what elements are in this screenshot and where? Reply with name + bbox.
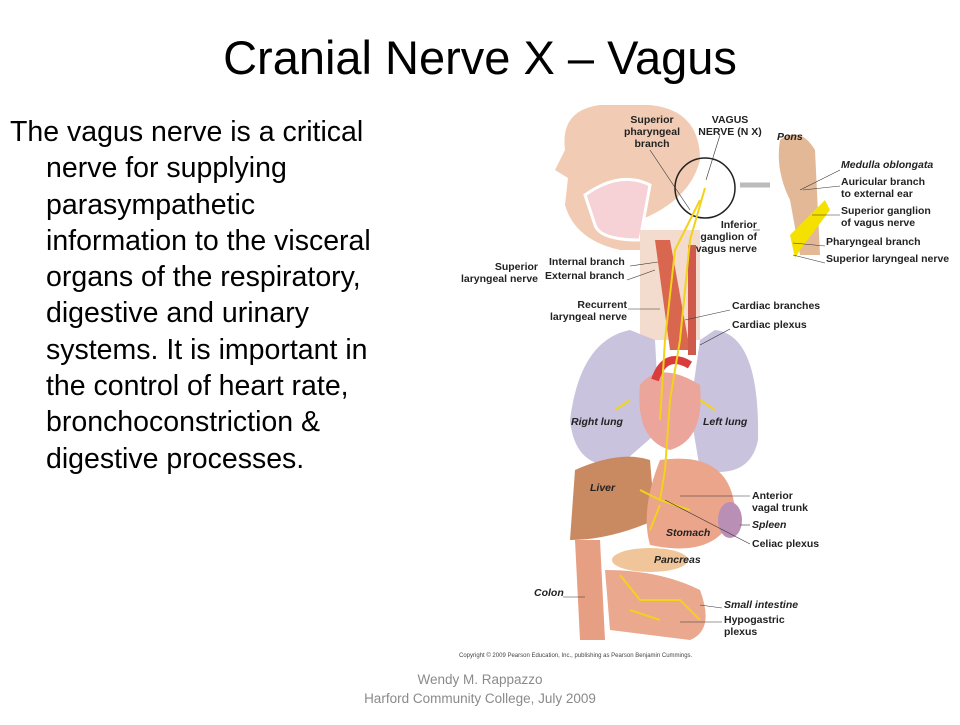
label-small-intestine: Small intestine — [724, 599, 799, 611]
footer-institution: Harford Community College, July 2009 — [364, 691, 596, 706]
body-line: parasympathetic — [46, 188, 256, 221]
liver — [570, 456, 655, 540]
label-line: of vagus nerve — [841, 217, 916, 229]
label-line: Superior ganglion — [841, 205, 931, 217]
label-external-branch: External branch — [545, 270, 625, 282]
label-left-lung: Left lung — [703, 416, 748, 428]
label-line: pharyngeal — [623, 126, 681, 138]
label-cardiac-plexus: Cardiac plexus — [732, 319, 807, 331]
label-line: Inferior — [720, 219, 757, 231]
body-line: bronchoconstriction & — [46, 406, 321, 439]
label-pancreas: Pancreas — [654, 554, 701, 566]
label-line: vagal trunk — [752, 502, 809, 514]
label-line: VAGUS — [711, 114, 749, 126]
label-colon: Colon — [534, 587, 564, 599]
label-line: vagus nerve — [695, 243, 757, 255]
body-line: digestive and urinary — [46, 297, 309, 330]
label-auricular-branch: Auricular branch to external ear — [841, 176, 925, 200]
body-line: nerve for supplying — [46, 152, 287, 185]
colon — [575, 540, 605, 640]
stomach — [646, 458, 735, 549]
right-lung — [570, 330, 660, 466]
label-line: Hypogastric — [724, 614, 785, 626]
label-line: plexus — [724, 626, 758, 638]
label-line: branch — [634, 138, 670, 150]
label-line: Superior — [630, 114, 674, 126]
label-cardiac-branches: Cardiac branches — [732, 300, 821, 312]
label-recurrent-laryngeal-nerve: Recurrent laryngeal nerve — [530, 299, 627, 323]
label-superior-laryngeal-nerve-inset: Superior laryngeal nerve — [826, 253, 950, 265]
label-superior-ganglion: Superior ganglion of vagus nerve — [841, 205, 931, 229]
label-line: Superior — [494, 261, 538, 273]
body-line: the control of heart rate, — [46, 370, 349, 403]
carotid — [688, 245, 696, 355]
slide-title: Cranial Nerve X – Vagus — [223, 31, 737, 84]
slide-footer: Wendy M. Rappazzo Harford Community Coll… — [280, 670, 680, 708]
label-medulla-oblongata: Medulla oblongata — [841, 159, 934, 171]
label-vagus-nerve: VAGUS NERVE (N X) — [695, 114, 765, 138]
label-line: Auricular branch — [841, 176, 926, 188]
label-hypogastric-plexus: Hypogastric plexus — [724, 614, 785, 638]
label-celiac-plexus: Celiac plexus — [752, 538, 820, 550]
label-line: NERVE (N X) — [698, 126, 762, 138]
label-pharyngeal-branch: Pharyngeal branch — [826, 236, 921, 248]
label-superior-pharyngeal-branch: Superior pharyngeal branch — [620, 114, 684, 150]
label-inferior-ganglion: Inferior ganglion of vagus nerve — [695, 219, 757, 255]
label-line: to external ear — [841, 188, 913, 200]
copyright-notice: Copyright © 2009 Pearson Education, Inc.… — [459, 653, 693, 659]
label-stomach: Stomach — [666, 527, 711, 539]
left-lung — [690, 330, 759, 472]
aorta — [651, 356, 693, 382]
label-internal-branch: Internal branch — [549, 256, 625, 268]
nerve-paths — [614, 187, 716, 621]
small-intestine — [605, 570, 706, 640]
label-right-lung: Right lung — [571, 416, 623, 428]
body-line: digestive processes. — [46, 442, 305, 475]
label-line: laryngeal nerve — [460, 273, 538, 285]
body-line: information to the visceral — [46, 224, 371, 257]
pancreas — [612, 548, 688, 572]
label-superior-laryngeal-nerve: Superior laryngeal nerve — [450, 261, 538, 285]
body-line: organs of the respiratory, — [46, 261, 361, 294]
label-line: ganglion of — [700, 231, 757, 243]
leader-lines — [563, 134, 841, 623]
label-line: laryngeal nerve — [549, 311, 627, 323]
spleen — [718, 502, 742, 538]
label-line: Recurrent — [577, 299, 627, 311]
body-line: systems. It is important in — [46, 333, 368, 366]
footer-author: Wendy M. Rappazzo — [417, 672, 543, 687]
label-pons: Pons — [777, 131, 803, 143]
label-spleen: Spleen — [752, 519, 787, 531]
body-line: The vagus nerve is a critical — [10, 116, 364, 148]
slide-body-text: The vagus nerve is a critical nerve for … — [10, 114, 460, 477]
label-liver: Liver — [590, 482, 616, 494]
label-anterior-vagal-trunk: Anterior vagal trunk — [752, 490, 808, 514]
label-line: Anterior — [752, 490, 793, 502]
oral-cavity — [583, 177, 652, 242]
